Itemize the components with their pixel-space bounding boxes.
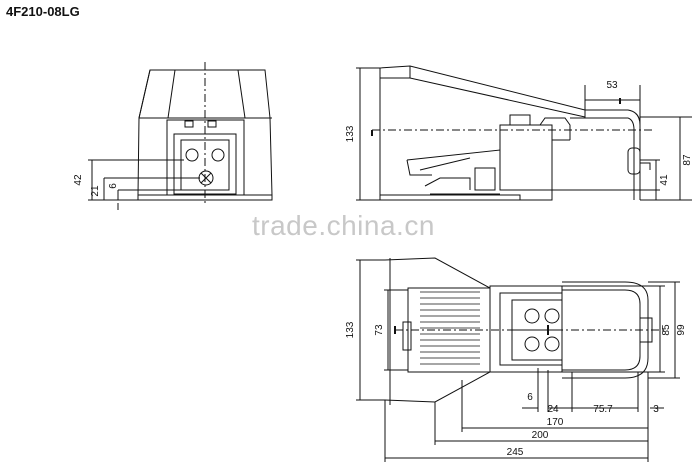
model-title: 4F210-08LG — [6, 4, 80, 19]
top-view — [356, 257, 680, 462]
side-view-dimension-labels: 133 53 87 41 — [345, 80, 693, 186]
dim-label: 99 — [676, 324, 687, 336]
dim-label: 24 — [547, 404, 559, 415]
dim-label: 41 — [659, 174, 670, 186]
dim-label: 245 — [507, 447, 524, 458]
dim-label: 42 — [73, 174, 84, 186]
top-view-dimension-labels: 133 73 85 99 6 24 75.7 3 170 200 245 — [345, 321, 687, 458]
watermark: trade.china.cn — [252, 210, 435, 241]
dim-label: 73 — [374, 324, 385, 336]
dim-label: 3 — [653, 404, 659, 415]
dim-label: 75.7 — [593, 404, 613, 415]
front-view-dimension-labels: 42 21 6 — [73, 174, 119, 197]
dim-label: 133 — [345, 321, 356, 338]
dim-label: 200 — [532, 430, 549, 441]
front-view — [88, 62, 273, 210]
dim-label: 6 — [527, 392, 533, 403]
dim-label: 87 — [682, 154, 693, 166]
dim-label: 6 — [108, 183, 119, 189]
dim-label: 85 — [661, 324, 672, 336]
dim-label: 170 — [547, 417, 564, 428]
dim-label: 133 — [345, 125, 356, 142]
side-view — [356, 65, 692, 201]
dim-label: 53 — [606, 80, 618, 91]
dim-label: 21 — [90, 185, 101, 197]
